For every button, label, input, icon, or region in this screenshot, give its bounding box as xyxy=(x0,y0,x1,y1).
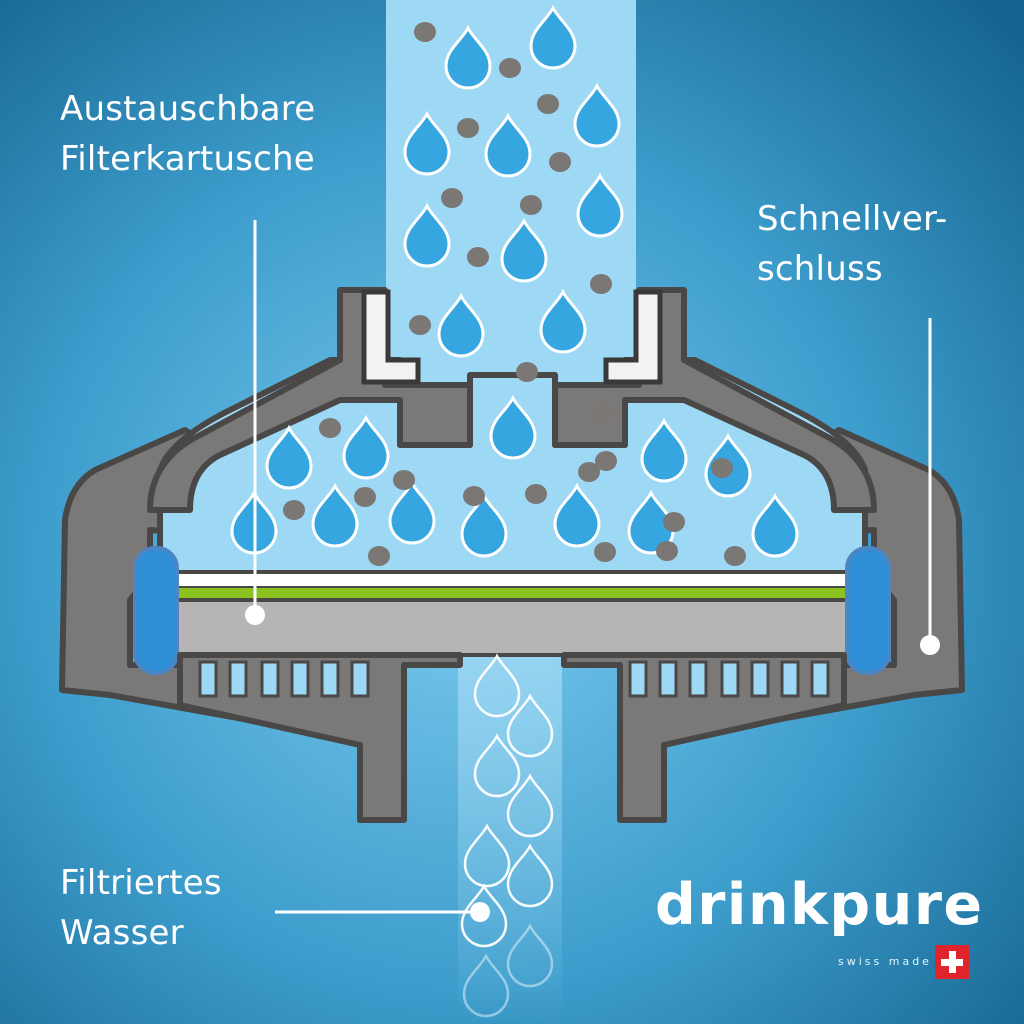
water-drop-icon xyxy=(265,424,313,490)
dirt-particle-icon xyxy=(467,247,489,267)
seal-right xyxy=(845,546,891,675)
dirt-particle-icon xyxy=(499,58,521,78)
water-drop-icon xyxy=(553,482,601,548)
water-drop-icon xyxy=(506,843,554,908)
callout-dot-icon xyxy=(920,635,940,655)
dirt-particle-icon xyxy=(590,274,612,294)
water-drop-icon xyxy=(460,492,508,558)
membrane-green xyxy=(160,588,865,600)
housing-top-left xyxy=(147,287,473,513)
grid-slot xyxy=(720,660,740,698)
water-drop-icon xyxy=(462,953,510,1018)
label-line: Filterkartusche xyxy=(60,139,315,179)
water-drops xyxy=(230,4,799,558)
grid-slot xyxy=(350,660,370,698)
dirt-particles xyxy=(283,22,746,566)
dirt-particle-icon xyxy=(520,195,542,215)
dirt-particle-icon xyxy=(457,118,479,138)
water-drop-icon xyxy=(529,4,577,70)
grid-slots xyxy=(198,660,830,698)
grid-slot xyxy=(750,660,770,698)
dirt-particle-icon xyxy=(441,188,463,208)
dirt-particle-icon xyxy=(594,542,616,562)
label-line: Wasser xyxy=(60,913,184,953)
label-line: Austauschbare xyxy=(60,89,316,129)
label-filtered-water: Filtriertes Wasser xyxy=(60,858,222,958)
water-drop-icon xyxy=(342,414,390,480)
dirt-particle-icon xyxy=(409,315,431,335)
seal-left xyxy=(133,546,179,675)
grid-slot xyxy=(260,660,280,698)
label-line: Filtriertes xyxy=(60,863,222,903)
filter-cartridge xyxy=(158,598,867,657)
dirt-particle-icon xyxy=(283,500,305,520)
callout-dot-icon xyxy=(470,902,490,922)
grid-slot xyxy=(658,660,678,698)
water-drop-icon xyxy=(751,492,799,558)
clip-left xyxy=(361,289,421,385)
dirt-particle-icon xyxy=(463,486,485,506)
dirt-particle-icon xyxy=(711,458,733,478)
white-layer xyxy=(158,570,867,590)
dirt-particle-icon xyxy=(656,541,678,561)
label-line: schluss xyxy=(757,249,883,289)
callout-dot-icon xyxy=(245,605,265,625)
dirt-particle-icon xyxy=(516,362,538,382)
label-line: Schnellver- xyxy=(757,199,948,239)
grid-slot xyxy=(198,660,218,698)
grid-slot xyxy=(290,660,310,698)
grid-slot xyxy=(228,660,248,698)
brand-logo: drinkpure xyxy=(655,872,984,938)
water-drop-icon xyxy=(484,112,532,178)
water-drop-icon xyxy=(576,172,624,238)
dirt-particle-icon xyxy=(354,487,376,507)
grid-slot xyxy=(780,660,800,698)
clip-right xyxy=(603,289,663,385)
housing-top-right xyxy=(552,287,877,513)
water-drop-icon xyxy=(463,823,511,888)
grid-slot xyxy=(810,660,830,698)
dirt-particle-icon xyxy=(368,546,390,566)
grid-slot xyxy=(320,660,340,698)
water-drop-icon xyxy=(506,773,554,838)
dirt-particle-icon xyxy=(724,546,746,566)
dirt-particle-icon xyxy=(663,512,685,532)
water-drop-icon xyxy=(403,202,451,268)
water-drop-icon xyxy=(444,24,492,90)
dirt-particle-icon xyxy=(595,451,617,471)
water-drop-icon xyxy=(506,923,554,988)
water-drop-icon xyxy=(311,482,359,548)
dirt-particle-icon xyxy=(414,22,436,42)
label-quick-lock: Schnellver- schluss xyxy=(757,194,948,294)
swiss-flag-icon xyxy=(935,945,969,979)
water-drop-icon xyxy=(473,653,521,718)
water-drop-icon xyxy=(640,417,688,483)
water-drop-icon xyxy=(506,693,554,758)
brand-tagline: swiss made xyxy=(838,955,932,968)
water-drop-icon xyxy=(473,733,521,798)
water-drop-icon xyxy=(388,479,436,545)
dirt-particle-icon xyxy=(319,418,341,438)
water-drop-icon xyxy=(489,394,537,460)
outflow-column xyxy=(458,640,562,1024)
dirt-particle-icon xyxy=(590,404,612,424)
water-drop-icon xyxy=(403,110,451,176)
grid-slot xyxy=(688,660,708,698)
dirt-particle-icon xyxy=(549,152,571,172)
base-grid xyxy=(177,652,847,823)
dirt-particle-icon xyxy=(578,462,600,482)
dirt-particle-icon xyxy=(393,470,415,490)
water-drop-icon xyxy=(539,288,587,354)
water-drop-icon xyxy=(573,82,621,148)
water-drop-icon xyxy=(500,217,548,283)
dirt-particle-icon xyxy=(525,484,547,504)
dirt-particle-icon xyxy=(537,94,559,114)
label-cartridge: Austauschbare Filterkartusche xyxy=(60,84,315,184)
water-drop-icon xyxy=(437,292,485,358)
grid-slot xyxy=(628,660,648,698)
